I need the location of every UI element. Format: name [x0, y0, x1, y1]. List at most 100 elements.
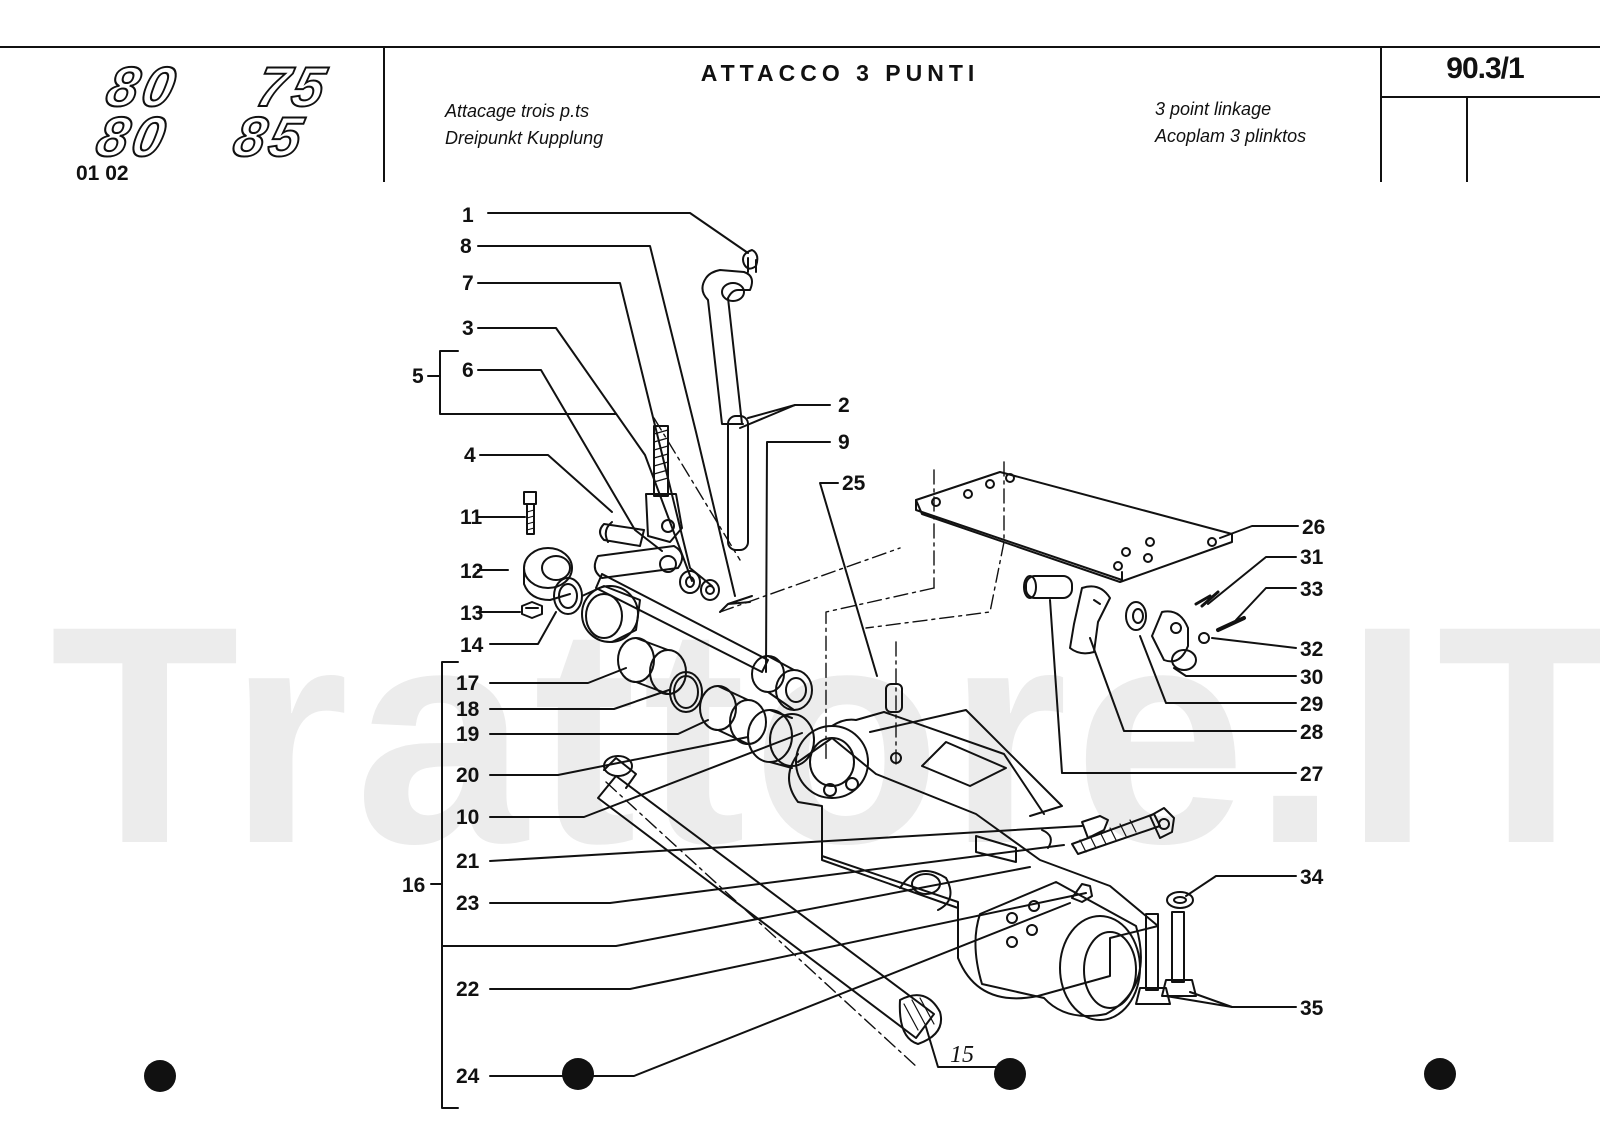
header-top-rule — [0, 46, 1600, 48]
leader-18 — [489, 689, 670, 710]
hole-bottom-center-left — [562, 1058, 594, 1090]
part-29-washer — [1125, 601, 1147, 631]
part-2-link — [701, 269, 753, 551]
part-35-bolts — [1135, 911, 1197, 1005]
part-6-washer — [679, 570, 701, 594]
part-13-nut — [521, 601, 543, 619]
leader-34 — [1185, 875, 1297, 897]
leader-8 — [477, 245, 736, 597]
leader-28 — [1089, 637, 1297, 732]
part-27-bolt — [1023, 575, 1073, 599]
callout-1: 1 — [462, 204, 474, 227]
part-30-camplate — [1151, 610, 1197, 671]
callout-12: 12 — [460, 560, 483, 583]
part-31-screw — [1194, 590, 1220, 608]
part-33-screw — [1216, 616, 1246, 632]
header-code-rule — [1380, 96, 1600, 98]
part-12-bushing — [523, 547, 573, 601]
model-code: 01 02 — [76, 162, 129, 185]
leader-35 — [1189, 991, 1297, 1008]
page-title: ATTACCO 3 PUNTI — [700, 60, 980, 86]
part-22-nipple — [1071, 883, 1093, 903]
leader-29 — [1139, 635, 1297, 704]
callout-30: 30 — [1300, 666, 1323, 689]
callout-31: 31 — [1300, 546, 1324, 569]
part-9-ring — [751, 655, 813, 711]
part-18-oring — [669, 671, 703, 713]
leader-23 — [489, 844, 1065, 904]
leader-25 — [819, 482, 878, 677]
callout-32: 32 — [1300, 638, 1323, 661]
part-25-dowel — [885, 683, 903, 713]
leader-15 — [925, 1026, 1001, 1068]
callout-11: 11 — [460, 506, 483, 529]
callout-15: 15 — [950, 1042, 974, 1068]
leader-17 — [489, 667, 627, 684]
callout-16: 16 — [402, 874, 425, 897]
callout-23: 23 — [456, 892, 479, 915]
leader-14 — [489, 611, 557, 645]
part-4-pin — [599, 521, 645, 547]
leader-10 — [489, 732, 803, 818]
part-3-clevis — [645, 425, 683, 543]
part-23-bolt — [1071, 807, 1175, 855]
part-26-plate — [915, 471, 1233, 583]
callout-35: 35 — [1300, 997, 1324, 1020]
leader-27 — [1049, 599, 1297, 774]
callout-24: 24 — [456, 1065, 480, 1088]
watermark: Trattore.IT — [50, 561, 1600, 908]
subtitle-de: Dreipunkt Kupplung — [445, 128, 604, 148]
page-code: 90.3/1 — [1446, 52, 1524, 85]
callout-7: 7 — [462, 272, 474, 295]
leader-6 — [477, 369, 663, 552]
callout-5: 5 — [412, 365, 424, 388]
header-divider-3 — [1466, 96, 1468, 182]
subtitle-fr: Attacage trois p.ts — [445, 101, 590, 121]
leader-1 — [487, 212, 749, 254]
callout-25: 25 — [842, 472, 866, 495]
leader-3 — [477, 327, 693, 582]
callout-17: 17 — [456, 672, 479, 695]
callout-26: 26 — [1302, 516, 1325, 539]
callout-28: 28 — [1300, 721, 1324, 744]
leader-24 — [489, 902, 1071, 1077]
leader-30 — [1173, 667, 1297, 677]
leader-21 — [489, 825, 1083, 862]
callout-10: 10 — [456, 806, 479, 829]
leader-32 — [1211, 637, 1297, 649]
callout-19: 19 — [456, 723, 479, 746]
callout-3: 3 — [462, 317, 474, 340]
part-1-clip — [742, 249, 759, 273]
subtitle-es: Acoplam 3 plinktos — [1155, 126, 1307, 146]
callout-4: 4 — [464, 444, 476, 467]
hole-bottom-left — [144, 1060, 176, 1092]
main-shaft — [581, 573, 769, 673]
header-divider-1 — [383, 46, 385, 182]
leader-9 — [765, 441, 831, 673]
part-28-cam — [1069, 585, 1111, 655]
part-24-shaft — [597, 755, 942, 1045]
leader-20 — [489, 736, 749, 776]
callout-8: 8 — [460, 235, 472, 258]
main-housing — [788, 709, 1159, 1000]
leader-2b — [739, 404, 796, 429]
part-34-washer — [1166, 891, 1194, 909]
callout-6: 6 — [462, 359, 474, 382]
header-divider-2 — [1380, 46, 1382, 182]
part-32-washer — [1198, 632, 1210, 644]
part-21-nipple — [1081, 815, 1109, 839]
leader-16b — [441, 866, 1031, 947]
callout-20: 20 — [456, 764, 479, 787]
callout-27: 27 — [1300, 763, 1323, 786]
part-5-arm — [593, 545, 684, 579]
leader-22 — [489, 892, 1087, 990]
leader-4 — [479, 454, 613, 513]
bracket-5 — [439, 350, 617, 415]
callout-14: 14 — [460, 634, 484, 657]
part-8-cotter — [719, 595, 753, 613]
part-11-bolt — [523, 491, 537, 535]
callout-21: 21 — [456, 850, 480, 873]
callout-22: 22 — [456, 978, 479, 1001]
